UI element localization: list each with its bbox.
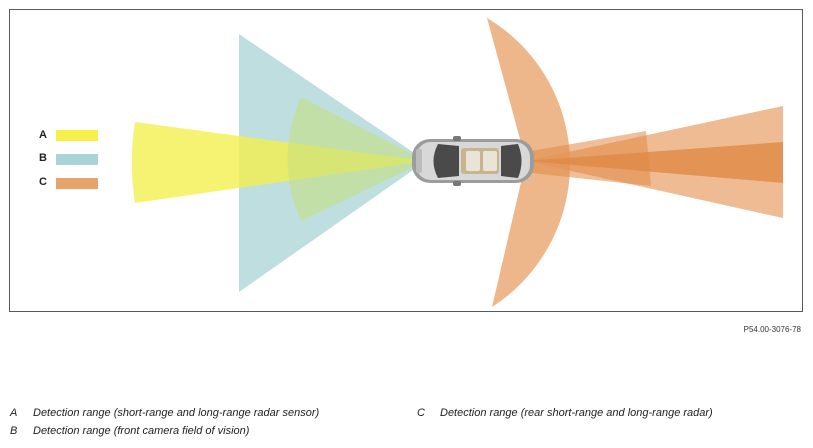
figure-reference: P54.00-3076-78 [743, 325, 801, 334]
legend-swatch-a [56, 130, 98, 141]
caption-c: C Detection range (rear short-range and l… [417, 407, 713, 419]
caption-letter-c: C [417, 407, 425, 419]
caption-text-c: Detection range (rear short-range and lo… [440, 407, 713, 419]
diagram-frame: A B C [9, 9, 803, 312]
front-radar-range-area [131, 122, 426, 203]
front-short-range-radar-area [287, 97, 426, 221]
caption-text-a: Detection range (short-range and long-ra… [33, 407, 320, 419]
rear-radar-crossing-beam [531, 131, 651, 186]
legend-swatch-c [56, 178, 98, 189]
caption-letter-a: A [10, 407, 18, 419]
car-top-view [412, 136, 534, 186]
legend-swatch-b [56, 154, 98, 165]
legend-key-a: A [39, 129, 47, 141]
legend-key-b: B [39, 152, 47, 164]
caption-b: B Detection range (front camera field of … [10, 425, 249, 437]
rear-long-range-radar-beam-narrow [526, 142, 783, 183]
legend-key-c: C [39, 176, 47, 188]
caption-a: A Detection range (short-range and long-r… [10, 407, 319, 419]
caption-text-b: Detection range (front camera field of v… [33, 425, 250, 437]
caption-letter-b: B [10, 425, 18, 437]
